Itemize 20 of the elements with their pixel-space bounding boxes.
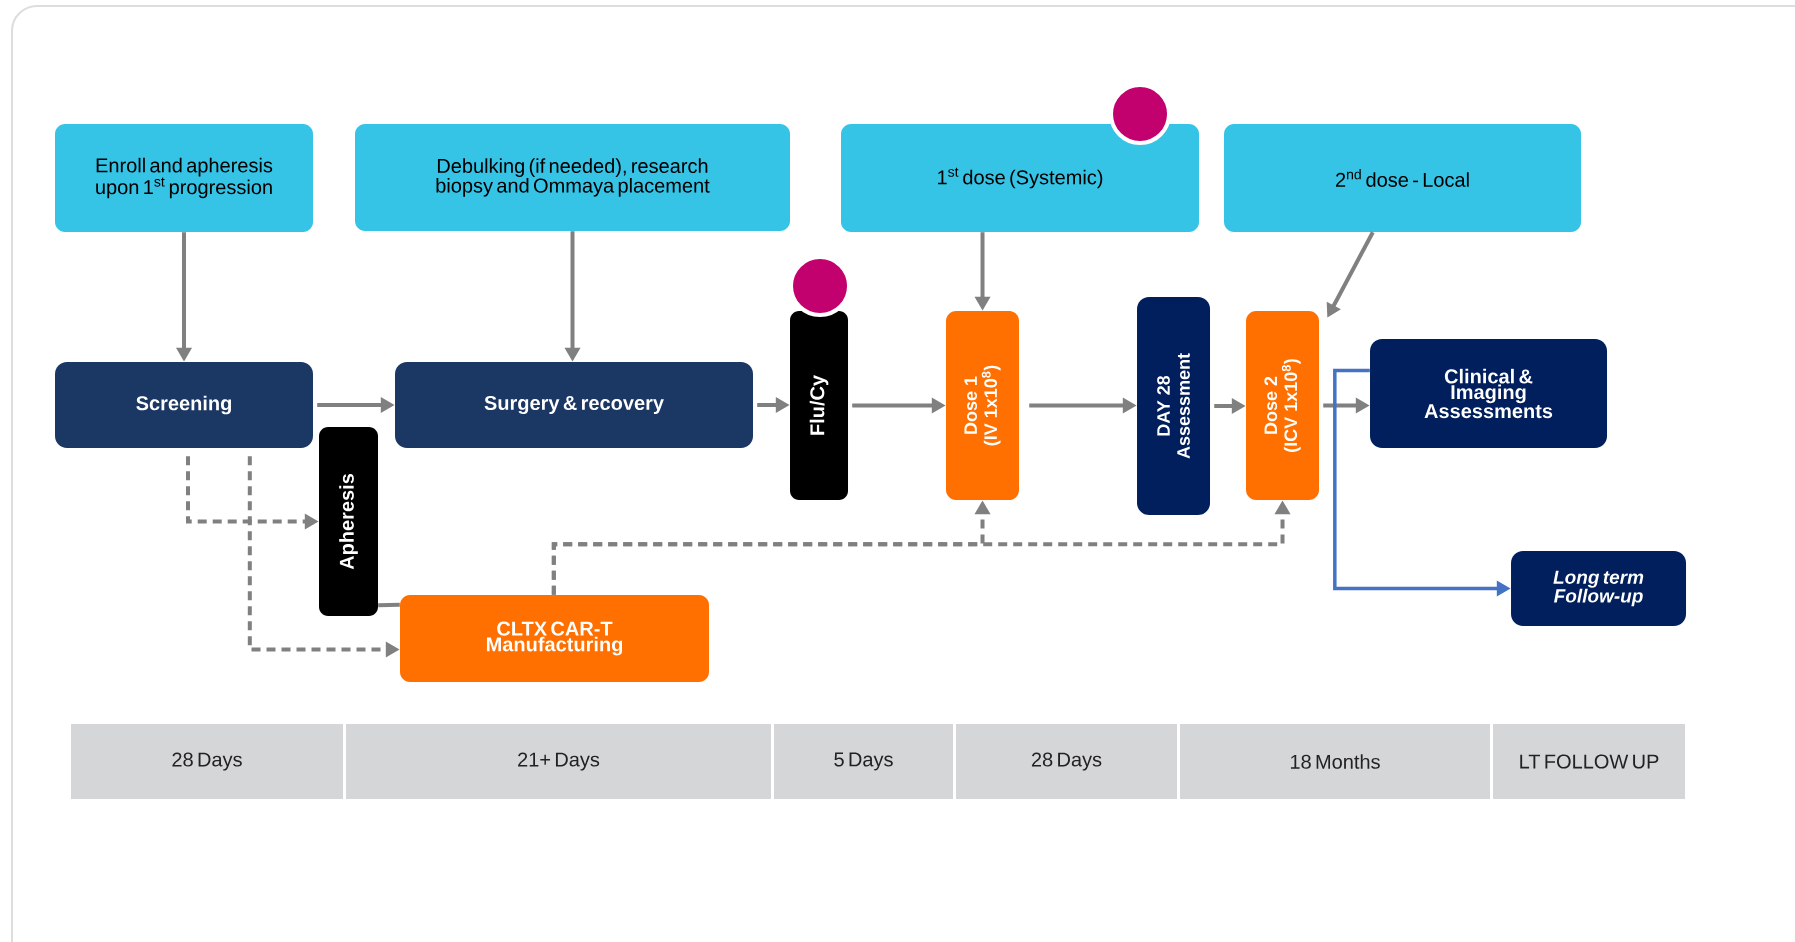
step-box: Enroll and apheresis upon 1$^{st}$ progression [55, 124, 313, 232]
dose-box: Dose 2 (ICV 1x10$^{8}$) [1246, 311, 1319, 500]
timeline-cell: 18 Months [1180, 724, 1490, 799]
process-box: DAY 28 Assessment [1137, 297, 1210, 515]
step-box: Debulking (if needed), research biopsy and Ommaya placement [355, 124, 790, 231]
timeline-cell: 28 Days [956, 724, 1177, 799]
step-box: 1$^{st}$ dose (Systemic) [841, 124, 1199, 232]
process-box: Surgery & recovery [395, 362, 753, 448]
process-box: Flu/Cy [790, 311, 848, 500]
process-box: CLTX CAR-T Manufacturing [400, 595, 709, 682]
timeline-cell: 28 Days [71, 724, 343, 799]
step-box: 2$^{nd}$ dose - Local [1224, 124, 1581, 232]
dose-box: Dose 1 (IV 1x10$^{8}$) [946, 311, 1019, 500]
timeline-cell: 21+ Days [346, 724, 771, 799]
process-box: Clinical & Imaging Assessments [1370, 339, 1607, 448]
process-box: Screening [55, 362, 313, 448]
timeline-cell: 5 Days [774, 724, 953, 799]
process-box: Apheresis [319, 427, 378, 616]
timeline-cell: LT FOLLOW UP [1493, 724, 1685, 799]
process-box: Long term Follow-up [1511, 551, 1686, 626]
